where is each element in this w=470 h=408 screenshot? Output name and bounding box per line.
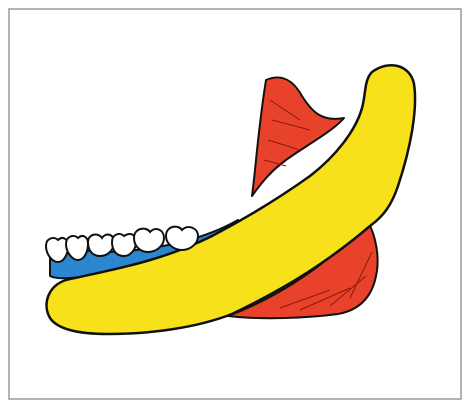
tooth xyxy=(134,229,164,252)
tooth xyxy=(112,234,136,256)
tooth xyxy=(166,227,198,250)
tooth xyxy=(88,235,114,256)
